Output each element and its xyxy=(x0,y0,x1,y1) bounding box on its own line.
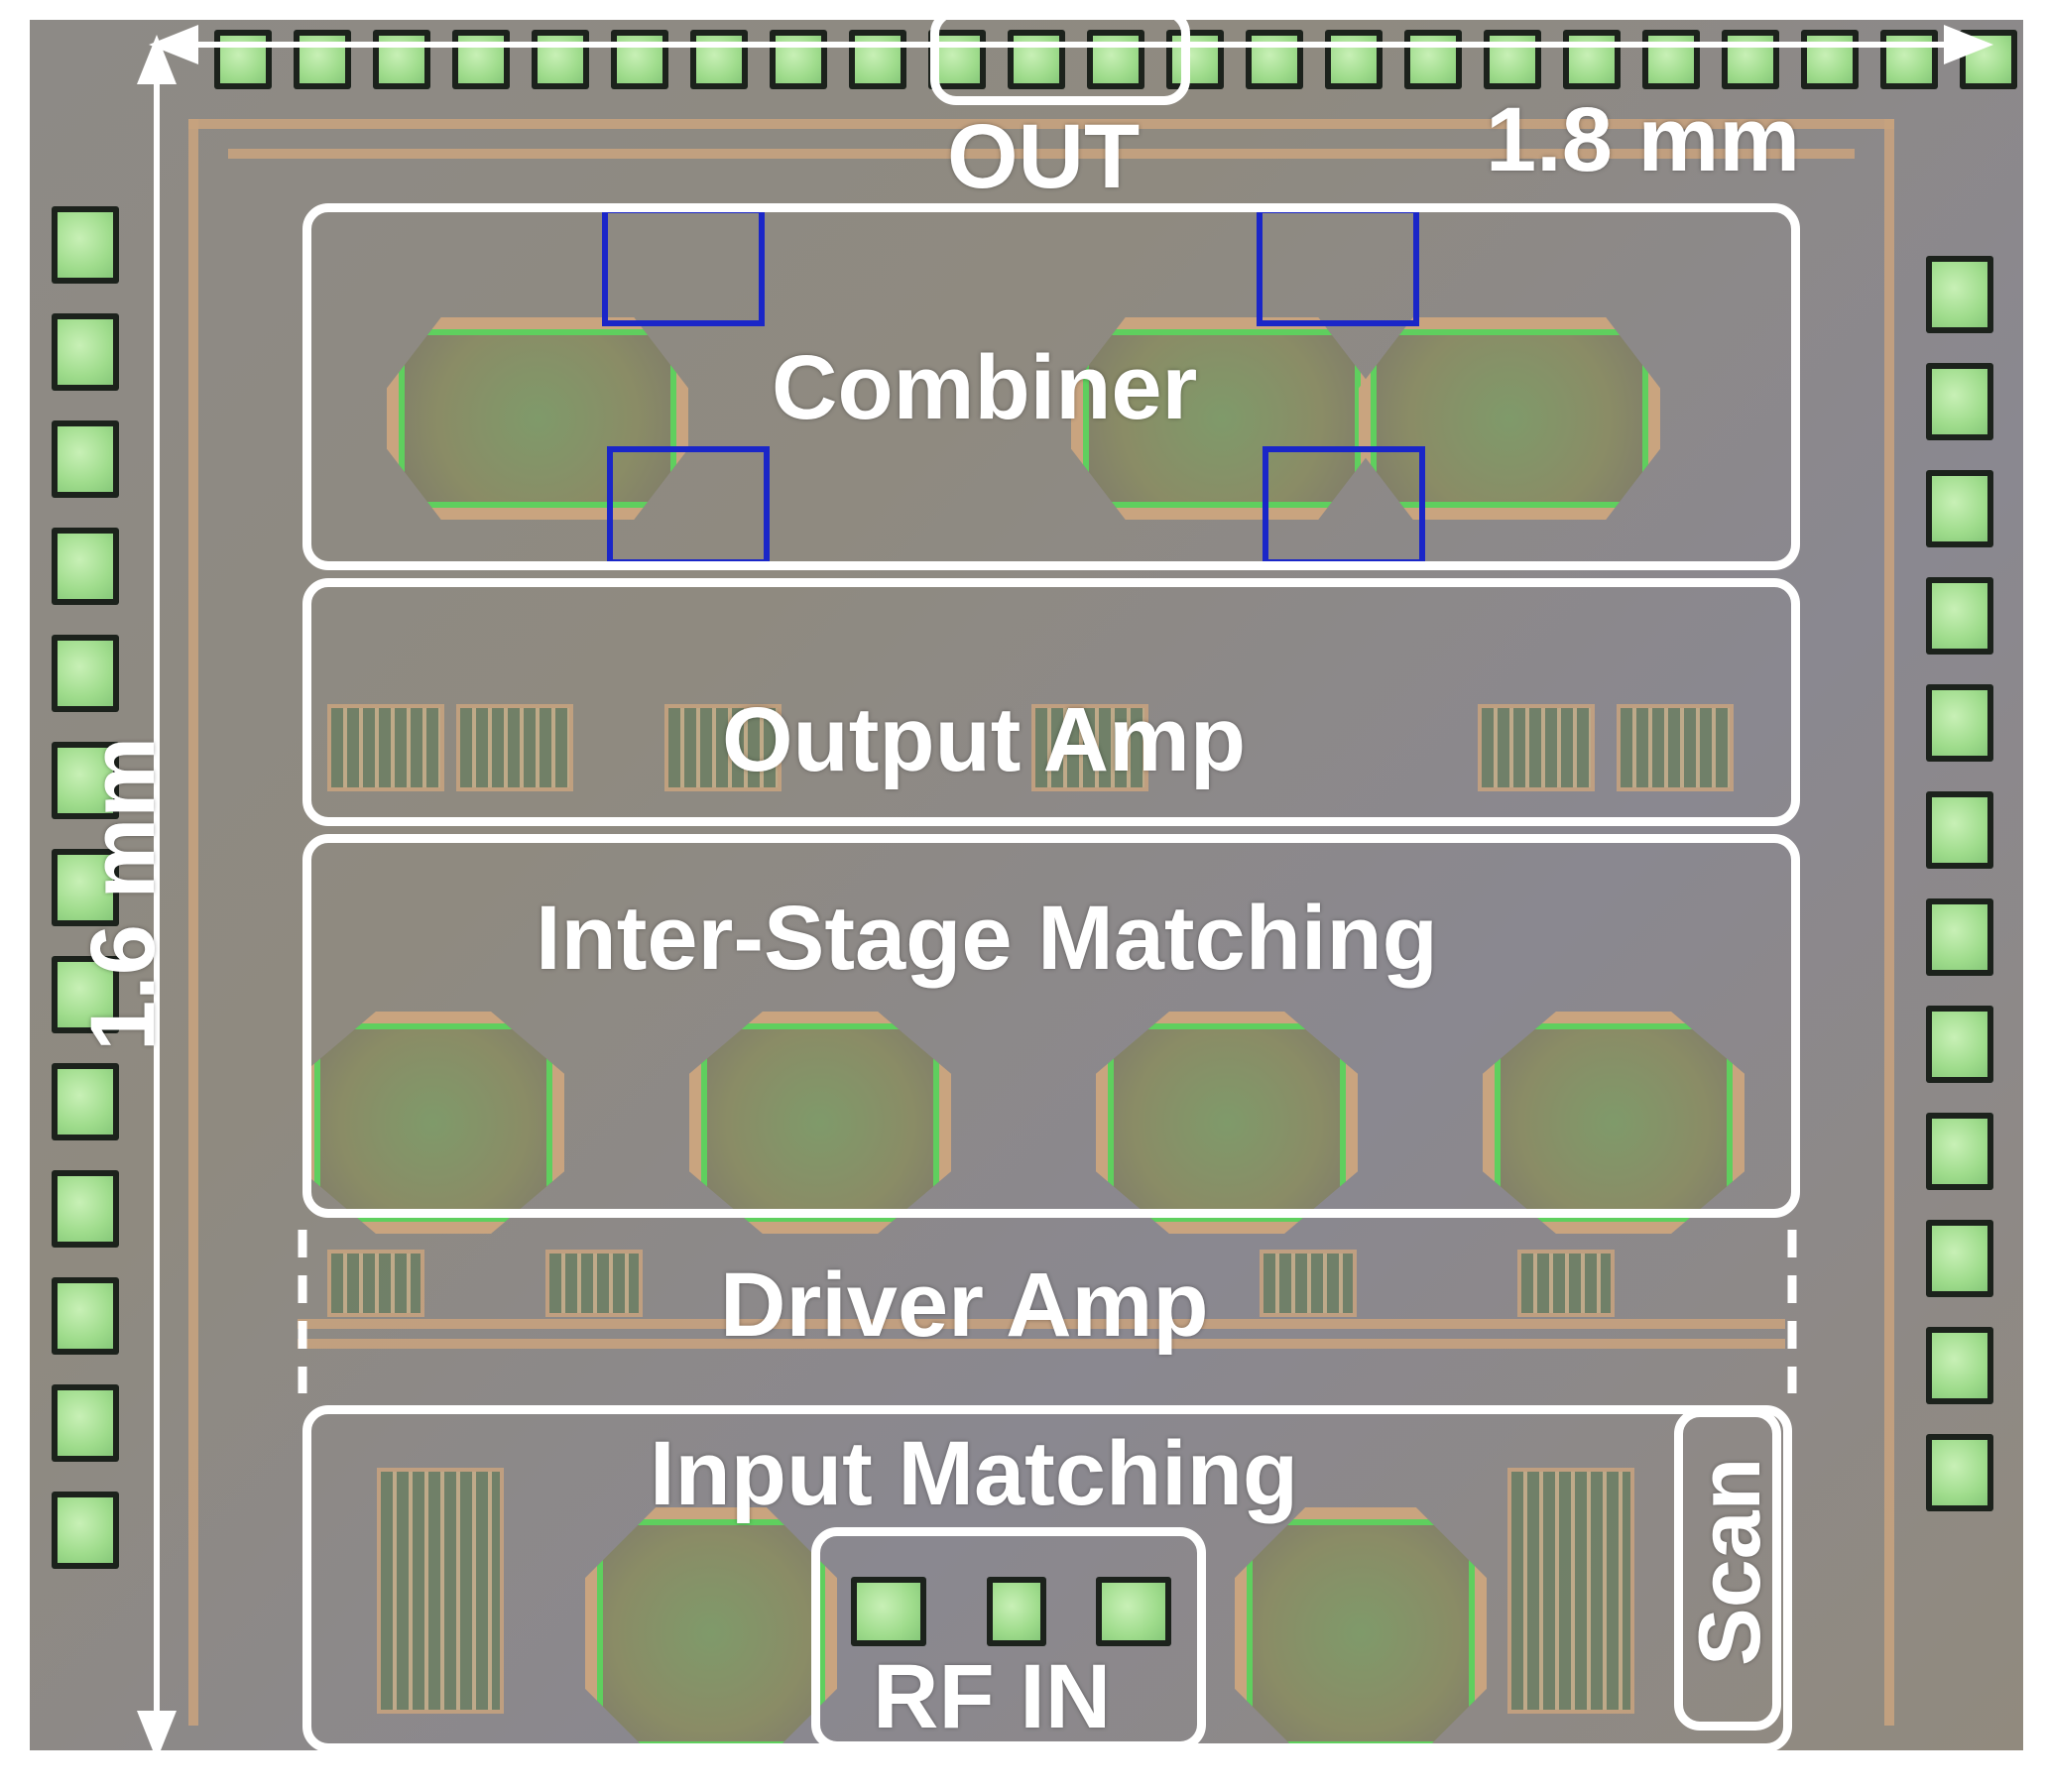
transistor-array xyxy=(456,704,573,791)
input-capacitor-bank xyxy=(377,1468,504,1714)
rf-in-pad xyxy=(987,1577,1046,1646)
combiner-region xyxy=(302,203,1800,570)
rf-in-pad xyxy=(1096,1577,1171,1646)
bond-pad xyxy=(52,1384,119,1462)
bond-pad xyxy=(52,1170,119,1248)
bond-pad xyxy=(1926,684,1993,762)
chip-die-photo xyxy=(30,20,2023,1750)
bond-pad xyxy=(52,420,119,498)
bond-pad xyxy=(52,313,119,391)
bond-pad xyxy=(1926,1220,1993,1297)
bond-pad xyxy=(1880,30,1938,89)
bond-pad xyxy=(1926,1434,1993,1511)
bond-pad xyxy=(52,849,119,926)
driver-cell xyxy=(1517,1250,1615,1317)
bond-pad xyxy=(52,635,119,712)
interstage-inductor xyxy=(1483,1012,1744,1234)
transistor-array xyxy=(1478,704,1595,791)
transistor-array xyxy=(1617,704,1734,791)
driver-amp-label: Driver Amp xyxy=(720,1254,1209,1356)
driver-cell xyxy=(1260,1250,1357,1317)
combiner-transformer xyxy=(387,317,688,520)
combiner-label: Combiner xyxy=(772,337,1198,438)
metal-trace xyxy=(298,1319,1785,1329)
out-pad-box xyxy=(930,8,1190,105)
bond-pad xyxy=(52,1063,119,1140)
rf-in-pad xyxy=(851,1577,926,1646)
bond-pad xyxy=(1926,898,1993,976)
scan-label: Scan xyxy=(1680,1457,1778,1666)
bond-pad xyxy=(52,528,119,605)
bond-pad xyxy=(1801,30,1859,89)
transistor-array xyxy=(1031,704,1148,791)
rf-in-region xyxy=(811,1527,1206,1750)
width-arrow-right xyxy=(1944,25,1993,64)
bond-pad xyxy=(52,742,119,819)
inter-stage-label: Inter-Stage Matching xyxy=(536,888,1438,989)
driver-cell xyxy=(327,1250,424,1317)
out-label: OUT xyxy=(947,106,1141,207)
bond-pad xyxy=(52,956,119,1033)
metal-trace xyxy=(1884,119,1894,1726)
height-arrow-top xyxy=(137,35,177,84)
transistor-array xyxy=(664,704,782,791)
bond-pad xyxy=(52,1492,119,1569)
input-inductor xyxy=(585,1507,837,1750)
output-amp-region xyxy=(302,578,1800,826)
bond-pad xyxy=(52,206,119,284)
bond-pad xyxy=(1926,1327,1993,1404)
output-amp-label: Output Amp xyxy=(722,689,1247,790)
input-inductor xyxy=(1235,1507,1487,1750)
input-matching-label: Input Matching xyxy=(650,1423,1299,1524)
bond-pad xyxy=(1926,256,1993,333)
inter-stage-region xyxy=(302,834,1800,1218)
scan-region xyxy=(1674,1408,1781,1731)
rf-in-label: RF IN xyxy=(873,1646,1112,1747)
bond-pad xyxy=(1926,470,1993,547)
metal-trace xyxy=(188,119,198,1726)
metal-trace xyxy=(188,119,1894,129)
bond-pad xyxy=(1926,791,1993,869)
input-capacitor-bank xyxy=(1507,1468,1634,1714)
driver-cell xyxy=(545,1250,643,1317)
width-arrow-left xyxy=(149,25,198,64)
bond-pad xyxy=(1926,363,1993,440)
bond-pad xyxy=(1926,577,1993,655)
bond-pad xyxy=(52,1277,119,1355)
bond-pad xyxy=(1926,1006,1993,1083)
height-arrow-bottom xyxy=(137,1711,177,1760)
metal-trace xyxy=(298,1339,1785,1349)
transistor-array xyxy=(327,704,444,791)
bond-pad xyxy=(770,30,827,89)
width-dimension-label: 1.8 mm xyxy=(1486,89,1801,190)
bond-pad xyxy=(1926,1113,1993,1190)
metal-trace xyxy=(228,149,1855,159)
height-dimension-label: 1.6 mm xyxy=(72,736,174,1051)
